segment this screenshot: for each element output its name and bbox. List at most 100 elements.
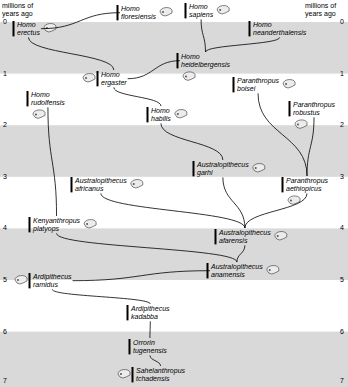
skull-outline [175,110,187,118]
species-name: Homo rudolfensis [31,91,65,106]
range-bar [132,367,134,382]
skull-icon [131,180,143,188]
skull-icon [283,80,295,88]
species-name: Ardipithecus ramidus [33,273,72,288]
skull-outline [275,232,287,240]
lineage-line [150,355,161,366]
axis-tick: 6 [340,328,344,336]
skull-icon [33,110,45,118]
species-name: Homo neanderthalensis [253,21,306,36]
skull-icon [183,72,195,80]
range-bar [97,71,99,86]
species-label: Homo sapiens [188,2,214,19]
lineage-line [52,289,150,304]
range-bar [29,217,31,232]
species-label: Kenyanthropus platyops [32,216,81,233]
skull-outline [131,180,143,188]
range-bar [129,339,131,354]
range-bar [193,161,195,176]
axis-tick: 1 [340,70,344,78]
range-bar [27,91,29,106]
skull-outline [84,220,96,228]
axis-tick: 3 [340,173,344,181]
lineage-line [41,13,120,29]
species-label: Homo ergaster [100,70,128,87]
axis-tick: 4 [340,224,344,232]
skull-outline [33,110,45,118]
skull-eye [297,123,299,125]
species-name: Homo floresiensis [121,5,156,20]
lineage-line [28,37,113,70]
species-name: Orrorin tugenensis [133,339,167,354]
species-label: Homo rudolfensis [30,90,66,107]
range-bar [127,305,129,320]
lineage-line [48,107,57,216]
species-name: Australopithecus afarensis [219,229,271,244]
species-label: Orrorin tugenensis [132,338,168,355]
skull-eye [277,235,279,237]
species-label: Paranthropus boisei [236,76,280,93]
skull-eye [17,279,19,281]
lineage-line [128,61,180,79]
species-label: Paranthropus aethiopicus [285,176,329,193]
skull-eye [162,11,164,13]
skull-outline [118,370,130,378]
skull-eye [120,373,122,375]
range-bar [282,177,284,192]
axis-tick: 0 [3,18,7,26]
species-name: Ardipithecus kadabba [131,305,170,320]
species-label: Homo floresiensis [120,4,157,21]
axis-tick: 5 [340,276,344,284]
skull-eye [85,77,87,79]
species-name: Homo heidelbergensis [181,53,230,68]
lineage-line [114,87,161,106]
range-bar [215,229,217,244]
lineage-line [223,177,245,228]
species-label: Homo heidelbergensis [180,52,231,69]
species-name: Australopithecus garhi [197,161,249,176]
skull-icon [175,110,187,118]
species-name: Kenyanthropus platyops [33,217,80,232]
axis-tick: 0 [340,18,344,26]
axis-title: millions of years ago [305,2,347,17]
skull-icon [160,8,172,16]
axis-tick: 3 [3,173,7,181]
species-label: Homo habilis [150,106,172,123]
skull-icon [83,74,95,82]
species-label: Ardipithecus ramidus [32,272,73,289]
skull-eye [269,269,271,271]
species-label: Homo neanderthalensis [252,20,307,37]
lineage-line [161,123,223,160]
lineage-line [201,19,205,52]
skull-outline [253,164,265,172]
skull-icon [15,276,27,284]
range-bar [13,21,15,36]
axis-tick: 1 [3,70,7,78]
time-band [0,22,348,74]
species-name: Paranthropus boisei [237,77,279,92]
skull-eye [35,113,37,115]
time-band [0,125,348,177]
range-bar [249,21,251,36]
species-name: Homo sapiens [189,3,213,18]
lineage-line [307,117,314,176]
axis-tick: 6 [3,328,7,336]
skull-outline [295,120,307,128]
skull-icon [118,370,130,378]
skull-icon [217,6,229,14]
species-label: Ardipithecus kadabba [130,304,171,321]
skull-icon [253,164,265,172]
skull-eye [177,113,179,115]
lineage-line [73,271,210,281]
time-band [0,332,348,387]
skull-outline [267,266,279,274]
lineage-line [237,245,245,262]
lineage-line [206,37,280,52]
skull-icon [267,266,279,274]
species-name: Australopithecus anamensis [211,263,263,278]
range-bar [185,3,187,18]
skull-outline [283,80,295,88]
